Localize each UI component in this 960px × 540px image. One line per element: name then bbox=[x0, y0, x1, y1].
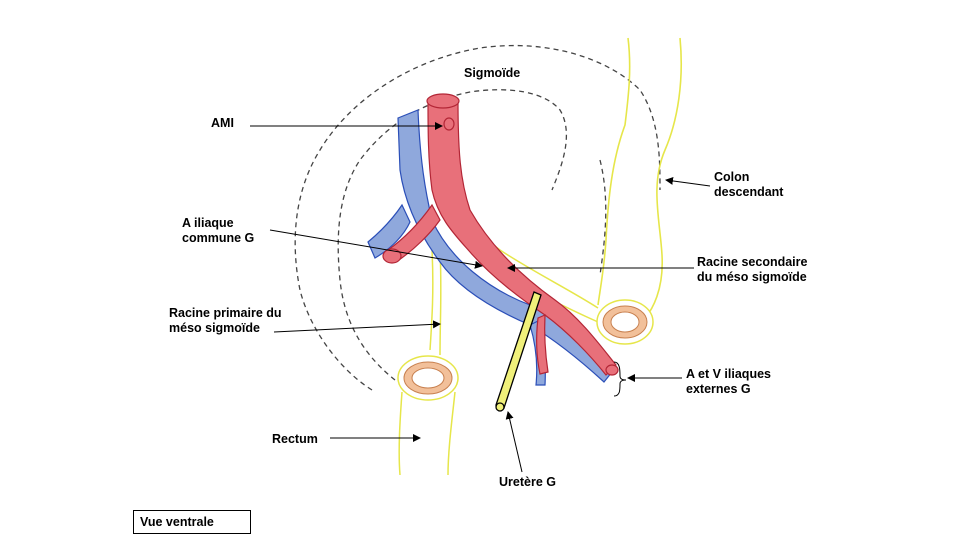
label-uretere: Uretère G bbox=[499, 475, 556, 489]
artery-left-section bbox=[382, 248, 402, 264]
label-ami: AMI bbox=[211, 116, 234, 130]
label-sigmoide: Sigmoïde bbox=[464, 66, 521, 80]
artery-branch-internal bbox=[536, 314, 549, 375]
leader-uretere bbox=[505, 411, 523, 473]
leader-a-iliaque-commune bbox=[269, 229, 483, 269]
colon-descendant-left-wall bbox=[597, 37, 631, 306]
label-colon-descendant: Colon descendant bbox=[714, 170, 784, 199]
label-a-iliaque-commune: A iliaque commune G bbox=[182, 216, 255, 245]
mesosigmoid-outer-dashed bbox=[294, 44, 661, 391]
colon-descendant-section bbox=[596, 299, 654, 345]
aorta-top-section bbox=[426, 93, 460, 109]
label-rectum: Rectum bbox=[272, 432, 318, 446]
bracket-a-v-iliaques bbox=[613, 361, 627, 397]
leader-colon-descendant bbox=[665, 176, 711, 187]
leader-racine-primaire bbox=[273, 320, 441, 333]
label-a-v-iliaques-externes: A et V iliaques externes G bbox=[686, 367, 771, 396]
rectum-left-wall bbox=[398, 249, 434, 476]
label-racine-primaire: Racine primaire du méso sigmoïde bbox=[169, 306, 282, 335]
view-label: Vue ventrale bbox=[133, 510, 251, 534]
rectum-section bbox=[397, 355, 459, 401]
ureter-section bbox=[495, 402, 505, 412]
ami-origin bbox=[443, 117, 455, 131]
mesosigmoid-right-dashed bbox=[599, 159, 607, 276]
artery-ext-section bbox=[605, 364, 619, 376]
vein-branch-left bbox=[367, 203, 411, 259]
colon-descendant-right-wall bbox=[644, 37, 683, 319]
label-racine-secondaire: Racine secondaire du méso sigmoïde bbox=[697, 255, 808, 284]
